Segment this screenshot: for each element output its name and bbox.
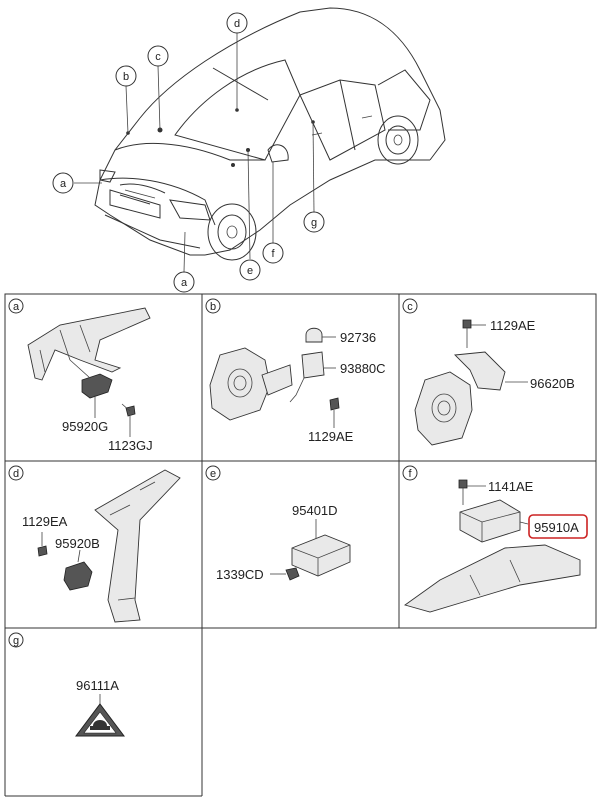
svg-text:e: e: [247, 265, 253, 277]
srs-control-module-shape: [459, 499, 521, 543]
part-label-1141ae: 1141AE: [488, 479, 534, 494]
sensor-95920g-shape: [81, 373, 113, 399]
part-label-1129ea: 1129EA: [22, 514, 68, 529]
panel-b: b 92736 93880C 1129AE: [205, 298, 386, 444]
svg-text:c: c: [155, 51, 161, 63]
callout-f: f: [262, 242, 284, 264]
panel-c: c 1129AE 96620B: [402, 298, 575, 446]
callout-g: g: [303, 211, 325, 233]
svg-text:f: f: [271, 248, 275, 260]
car-overview-illustration: [94, 7, 446, 261]
svg-text:d: d: [234, 18, 240, 30]
svg-text:e: e: [210, 468, 216, 480]
svg-text:g: g: [13, 635, 19, 647]
svg-text:g: g: [311, 217, 317, 229]
svg-text:f: f: [408, 468, 412, 480]
svg-text:a: a: [13, 301, 20, 313]
part-label-96620b: 96620B: [530, 376, 575, 391]
panel-e: e 95401D 1339CD: [205, 465, 351, 582]
overview-leader-lines: [74, 33, 315, 273]
part-label-1339cd: 1339CD: [216, 567, 264, 582]
callout-d: d: [226, 12, 248, 34]
panel-g: g 96111A: [8, 632, 125, 737]
part-label-95920b: 95920B: [55, 536, 100, 551]
svg-text:b: b: [210, 301, 216, 313]
panel-f: f 1141AE 95910A: [402, 465, 588, 613]
part-label-1129ae-c: 1129AE: [490, 318, 536, 333]
svg-text:a: a: [60, 178, 67, 190]
highlight-box-95910a: [528, 514, 588, 539]
callout-b: b: [115, 65, 137, 87]
svg-text:c: c: [407, 301, 413, 313]
svg-text:d: d: [13, 468, 19, 480]
panel-a: a 95920G 1123GJ: [8, 298, 153, 453]
part-label-1129ae-b: 1129AE: [308, 429, 354, 444]
part-label-93880c: 93880C: [340, 361, 386, 376]
svg-text:b: b: [123, 71, 129, 83]
callout-a-left: a: [52, 172, 74, 194]
panel-d: d 1129EA 95920B: [8, 465, 181, 623]
svg-text:a: a: [181, 277, 188, 289]
part-label-92736: 92736: [340, 330, 376, 345]
panel-grid: [4, 293, 597, 797]
callout-c: c: [147, 45, 169, 67]
part-label-95401d: 95401D: [292, 503, 338, 518]
part-label-95910a: 95910A: [534, 520, 579, 535]
part-label-96111a: 96111A: [76, 678, 119, 693]
part-label-95920g: 95920G: [62, 419, 108, 434]
callout-e: e: [239, 259, 261, 281]
part-label-1123gj: 1123GJ: [108, 438, 153, 453]
callout-a-bottom: a: [173, 271, 195, 293]
